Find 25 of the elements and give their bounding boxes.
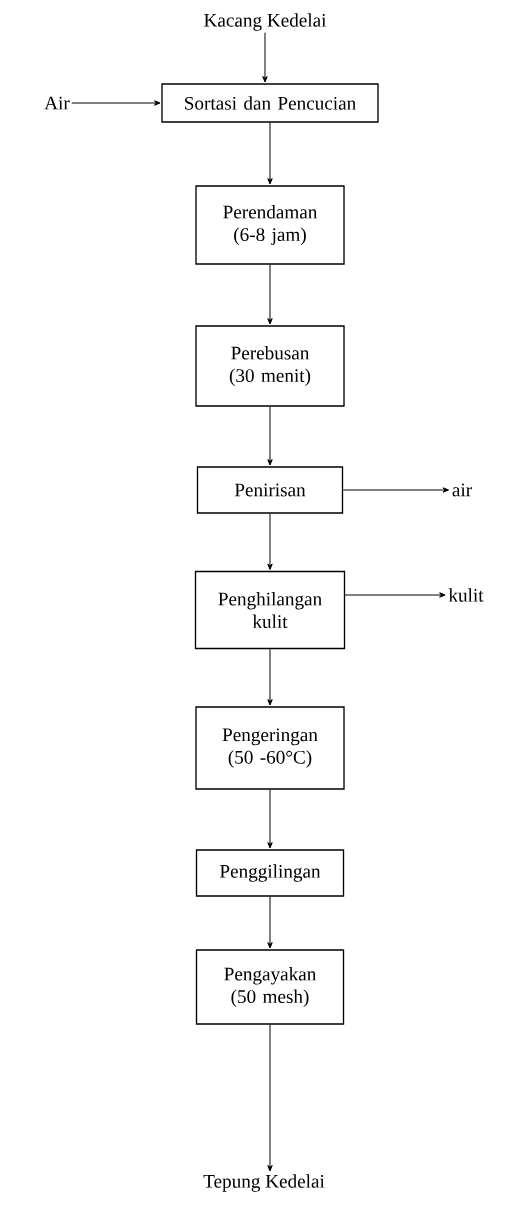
flow-text: kulit (448, 588, 484, 602)
arrow (267, 122, 273, 185)
process-box: Sortasi dan Pencucian (161, 83, 379, 123)
arrow (262, 32, 268, 83)
flow-text: air (452, 483, 472, 497)
process-box: Penirisan (196, 466, 344, 514)
process-box: Penggilingan (195, 849, 345, 897)
arrow (344, 592, 446, 598)
arrow (267, 648, 273, 706)
process-box: Perendaman (6-8 jam) (195, 185, 345, 265)
arrow (267, 896, 273, 949)
arrow (342, 487, 450, 493)
flow-text: Kacang Kedelai (204, 13, 327, 31)
process-box: Pengayakan (50 mesh) (195, 949, 345, 1025)
arrow (267, 1024, 273, 1172)
flow-text: Air (44, 96, 70, 110)
process-box: Pengeringan (50 -60°C) (195, 706, 345, 790)
process-box: Penghilangan kulit (194, 570, 346, 650)
arrow (267, 513, 273, 570)
process-box: Perebusan (30 menit) (195, 325, 345, 407)
arrow (71, 100, 161, 106)
arrow (267, 406, 273, 466)
flow-text: Tepung Kedelai (203, 1174, 325, 1192)
arrow (267, 264, 273, 325)
arrow (267, 789, 273, 849)
